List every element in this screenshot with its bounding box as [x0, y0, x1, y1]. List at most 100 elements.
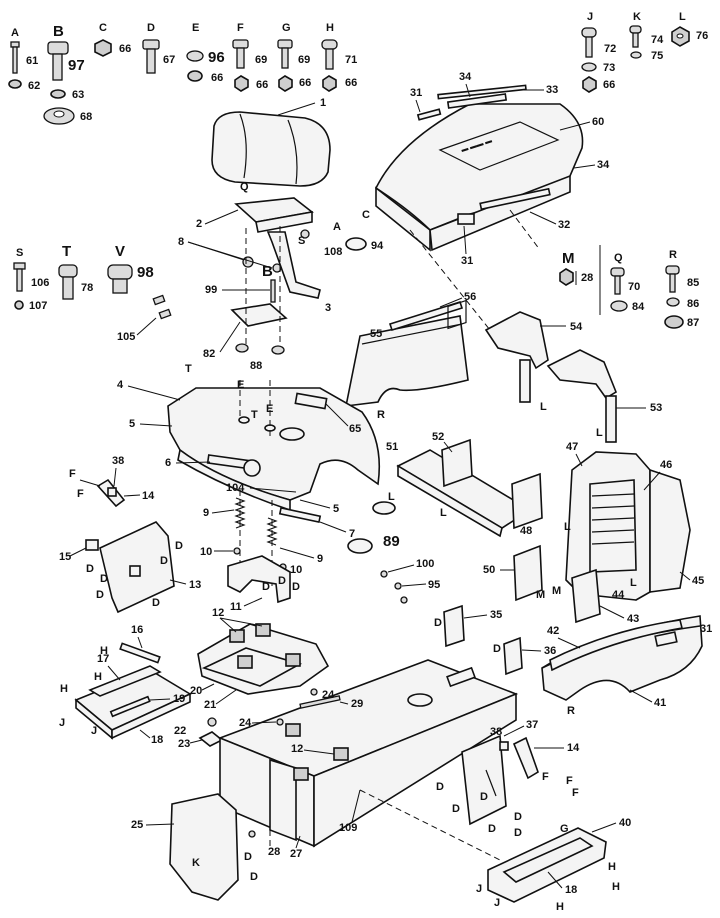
letter-f-14a: F	[69, 468, 76, 480]
letter-d-13b: D	[100, 573, 108, 585]
label-part-33: 33	[546, 84, 558, 96]
bolt-a-shank	[12, 46, 18, 74]
label-part-65: 65	[349, 423, 361, 435]
lead-5a	[139, 423, 173, 427]
label-part-2: 2	[196, 218, 202, 230]
bolt-g-shank	[281, 47, 289, 69]
bolt-b-head	[47, 41, 69, 55]
bracket-53-leg	[605, 395, 617, 443]
frame-hole	[407, 693, 433, 707]
bracket-37-slot	[485, 769, 497, 797]
letter-h-40a: H	[608, 861, 616, 873]
label-part-5a: 5	[129, 418, 135, 430]
label-70: 70	[628, 281, 640, 293]
align-hood-2	[509, 209, 541, 251]
lead-34a	[465, 83, 471, 98]
letter-l-54: L	[540, 401, 547, 413]
lead-9a	[211, 509, 235, 514]
hardware-legend-mid-right: M 28 Q 70 84 R 85 86 87	[559, 245, 699, 329]
label-part-12a: 12	[212, 607, 224, 619]
seat: 1	[211, 97, 331, 187]
letter-h-17b: H	[94, 671, 102, 683]
pin-10a	[233, 547, 241, 555]
lead-8b	[187, 241, 273, 269]
washer-88b	[271, 345, 285, 355]
block-12a	[229, 629, 245, 643]
bolt-108	[300, 229, 310, 239]
letter-f: F	[237, 22, 244, 34]
clip-105a	[152, 294, 166, 306]
lead-16	[137, 636, 143, 649]
label-68: 68	[80, 111, 92, 123]
label-part-48: 48	[520, 525, 532, 537]
letter-d-37d: D	[488, 823, 496, 835]
lead-43	[599, 605, 625, 619]
letter-m-50b: M	[552, 585, 561, 597]
label-part-10a: 10	[200, 546, 212, 558]
label-69-g: 69	[298, 54, 310, 66]
label-78: 78	[81, 282, 93, 294]
label-part-88: 88	[250, 360, 262, 372]
align-footrest	[359, 789, 501, 861]
seat-cushion	[211, 111, 331, 187]
washer-8b	[272, 263, 282, 273]
fender-knob	[243, 459, 261, 477]
label-part-15: 15	[59, 551, 71, 563]
lead-65	[325, 403, 349, 427]
label-part-55: 55	[370, 328, 382, 340]
letter-j: J	[587, 11, 593, 23]
label-75: 75	[651, 50, 663, 62]
label-part-42: 42	[547, 625, 559, 637]
bolt-a-head	[10, 41, 20, 48]
spring-assembly: 7 9 9 10 10 11 D D D	[200, 490, 355, 613]
label-part-34b: 34	[597, 159, 610, 171]
footrest-18a-side	[111, 692, 191, 740]
pin-99	[270, 279, 276, 303]
bolt-d-head	[142, 39, 160, 50]
letter-a-seat: A	[333, 221, 341, 233]
letter-e-4b: E	[266, 403, 273, 415]
bolt-f-shank	[236, 47, 245, 69]
bolt-j-shank	[585, 36, 593, 58]
fender-4	[167, 387, 381, 501]
letter-l: L	[679, 11, 686, 23]
label-part-13: 13	[189, 579, 201, 591]
label-part-54: 54	[570, 321, 583, 333]
label-part-32: 32	[558, 219, 570, 231]
bolt-q-head	[610, 267, 625, 277]
hardware-legend-top-left: A 61 62 B 97 63 68 C 66 D 67 E 96 66 F	[8, 22, 357, 125]
fender-body: 4 T 5 6 E E T 65 104 5	[117, 363, 381, 515]
label-part-99: 99	[205, 284, 217, 296]
label-72: 72	[604, 43, 616, 55]
bolt-k-head	[629, 25, 642, 34]
label-part-16: 16	[131, 624, 143, 636]
letter-j-40a: J	[476, 883, 482, 895]
label-87: 87	[687, 317, 699, 329]
lead-9b	[279, 547, 315, 559]
rear-bracket-group: 37 38 14 F F F D D D D D D 40 18 G H H H…	[436, 719, 631, 913]
letter-d-25a: D	[244, 851, 252, 863]
washer-68-hole	[53, 110, 65, 118]
decal-31b	[457, 213, 475, 225]
block-12c	[237, 655, 253, 669]
bolt-f-head	[232, 39, 249, 49]
label-part-105: 105	[117, 331, 135, 343]
bolt-d-shank	[146, 48, 156, 74]
label-part-34a: 34	[459, 71, 472, 83]
label-part-44: 44	[612, 589, 625, 601]
side-panels: 55 56 R 54 53 L L	[344, 291, 662, 443]
lead-12a	[219, 617, 237, 633]
label-part-100: 100	[416, 558, 434, 570]
label-part-108: 108	[324, 246, 342, 258]
frame-right-rail	[313, 692, 517, 848]
label-part-5b: 5	[333, 503, 339, 515]
nut-66-f	[234, 75, 249, 92]
screw-100	[380, 570, 388, 578]
letter-d-37a: D	[436, 781, 444, 793]
label-61: 61	[26, 55, 38, 67]
bolt-k-shank	[632, 32, 639, 48]
bracket-11	[227, 555, 291, 604]
label-66-f: 66	[256, 79, 268, 91]
label-part-95: 95	[428, 579, 440, 591]
lead-34b	[573, 164, 596, 169]
